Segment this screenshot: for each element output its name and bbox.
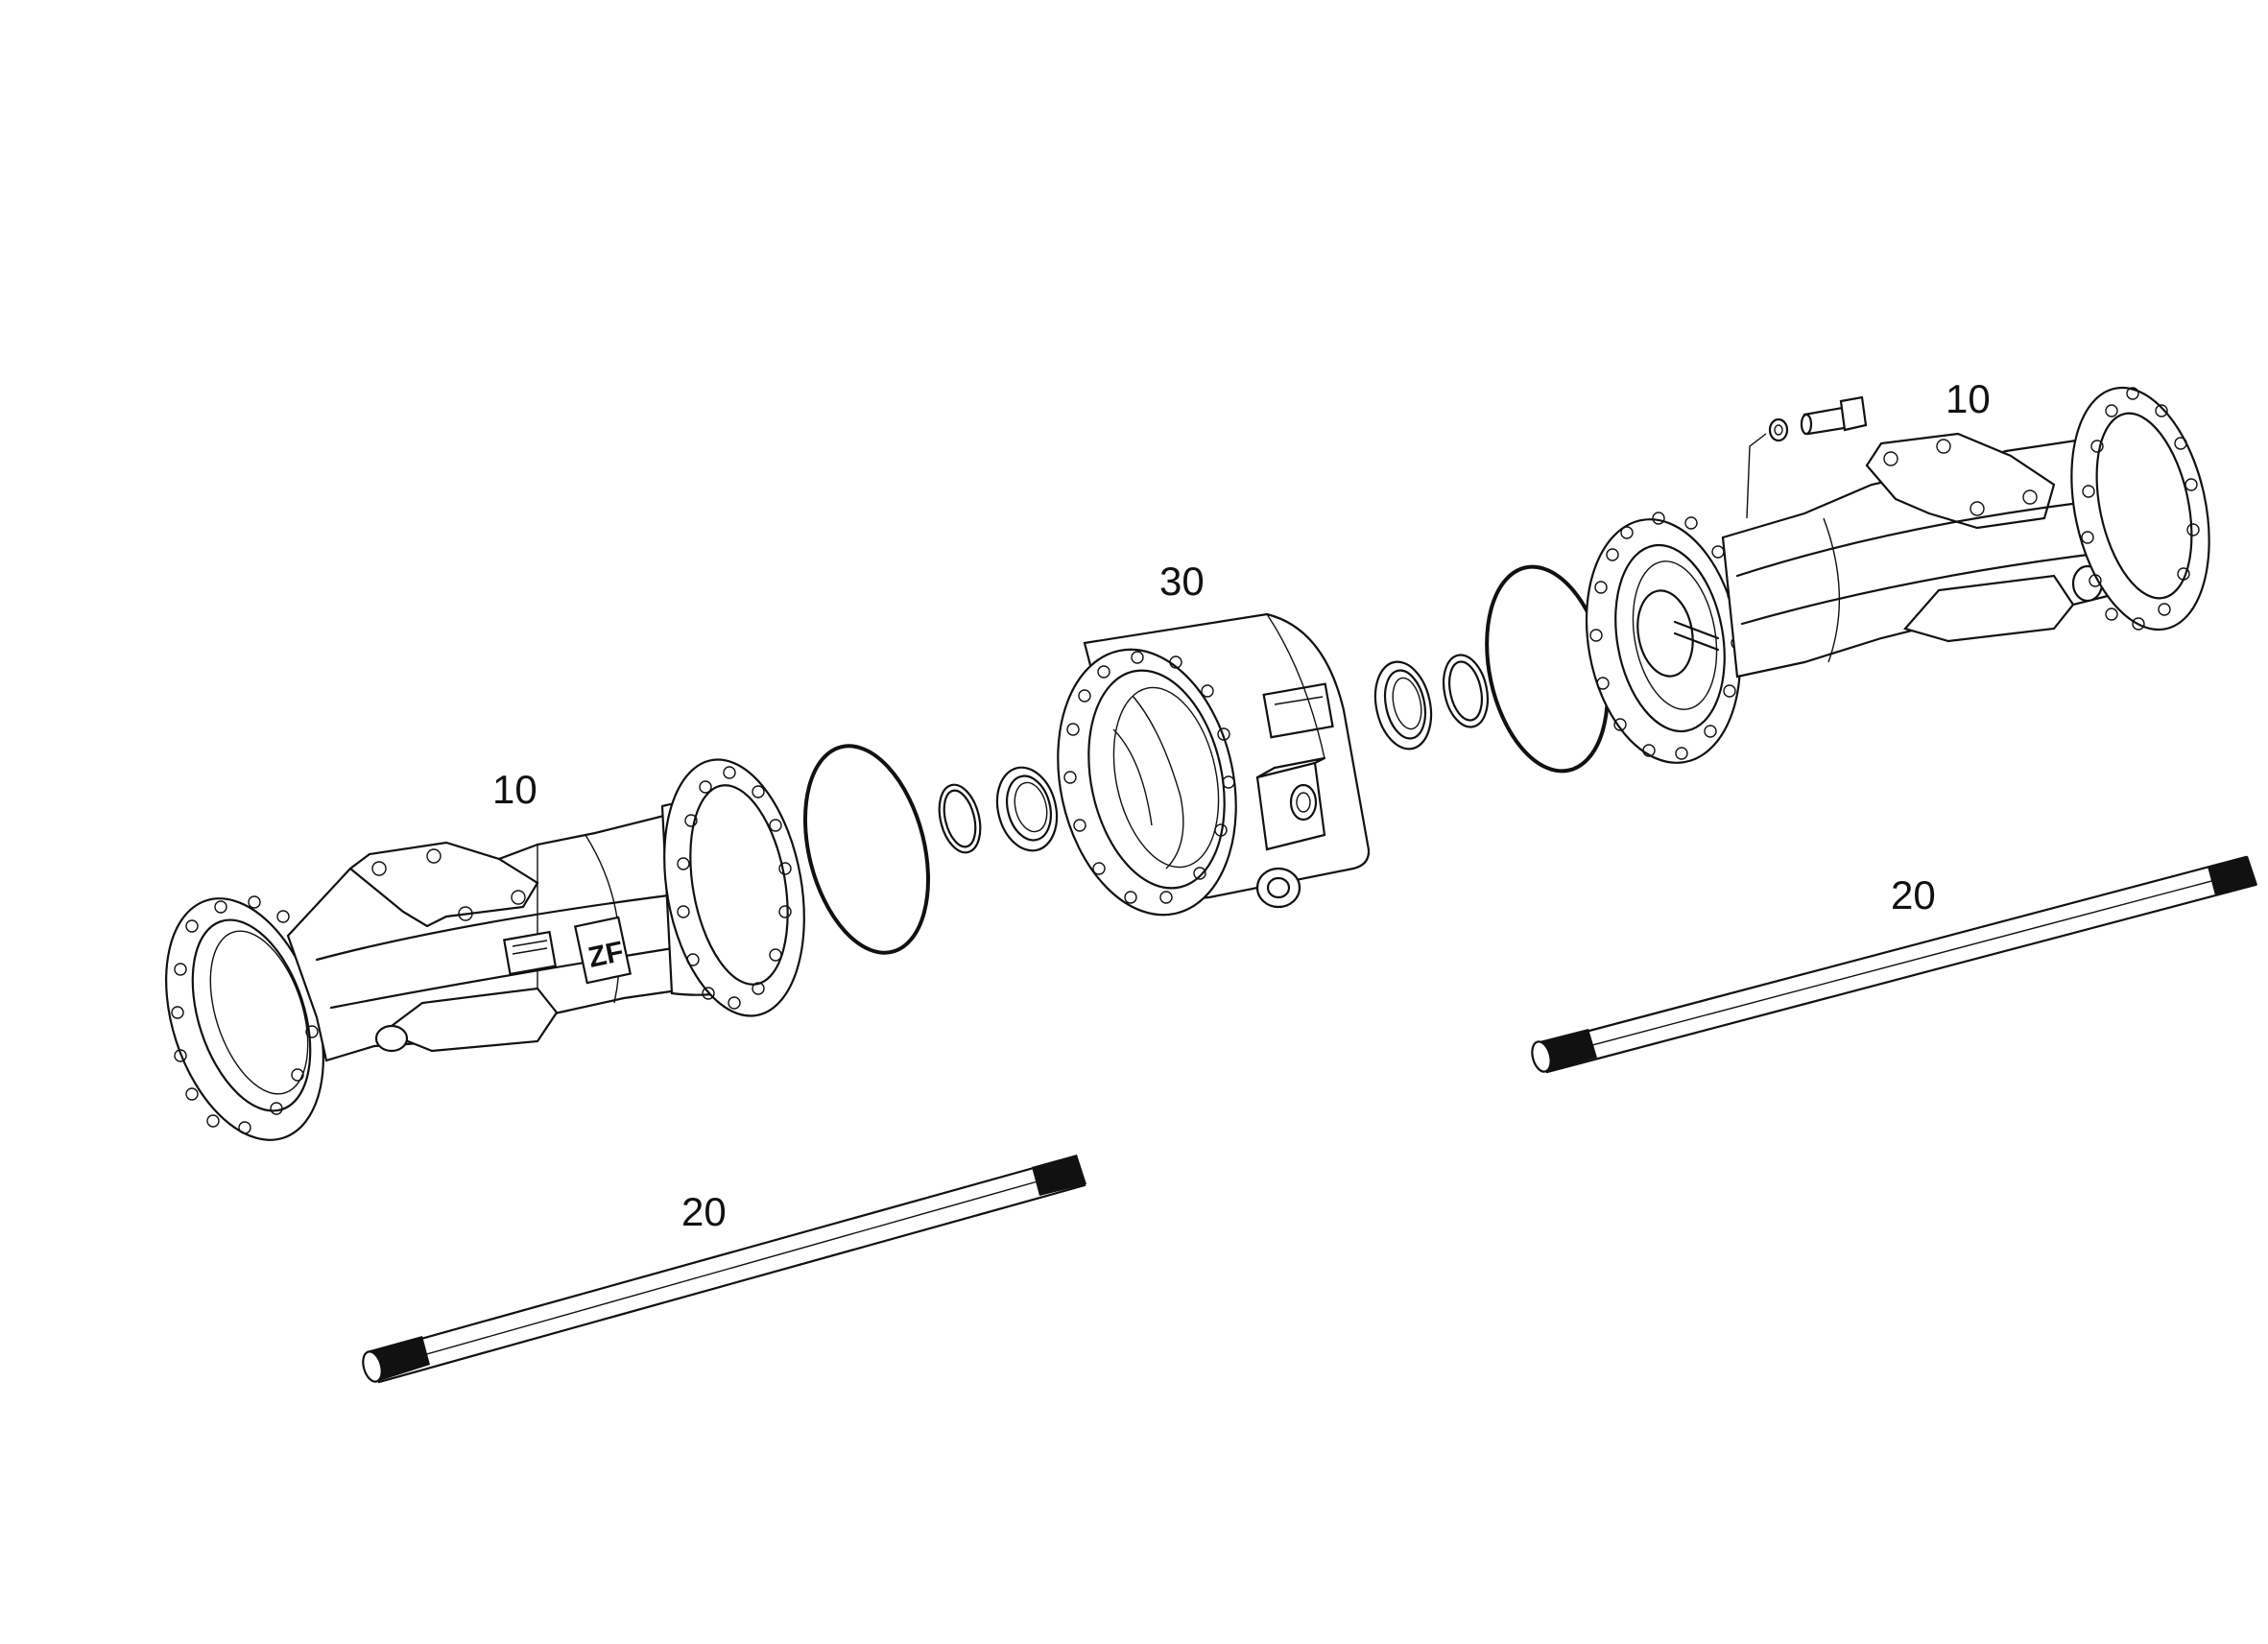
label-shaft-right: 20 xyxy=(1891,872,1936,917)
o-ring-left-large xyxy=(802,744,931,955)
axle-housing-right xyxy=(1585,386,2210,764)
label-housing-left: 10 xyxy=(492,767,537,812)
hex-bolt xyxy=(1800,395,1868,436)
center-housing xyxy=(1057,612,1371,917)
axle-shaft-left xyxy=(362,1155,1086,1384)
label-housing-right: 10 xyxy=(1946,376,1991,421)
axle-housing-left: ZF xyxy=(165,758,805,1141)
zf-logo: ZF xyxy=(585,936,627,974)
label-center-housing: 30 xyxy=(1159,559,1205,604)
bearing-left xyxy=(995,766,1059,852)
label-shaft-left: 20 xyxy=(681,1189,727,1234)
bearing-right xyxy=(1373,660,1433,751)
washer xyxy=(1768,417,1789,442)
o-ring-right-small xyxy=(1442,654,1490,728)
axle-shaft-right xyxy=(1531,855,2257,1074)
o-ring-left-small xyxy=(938,783,982,854)
